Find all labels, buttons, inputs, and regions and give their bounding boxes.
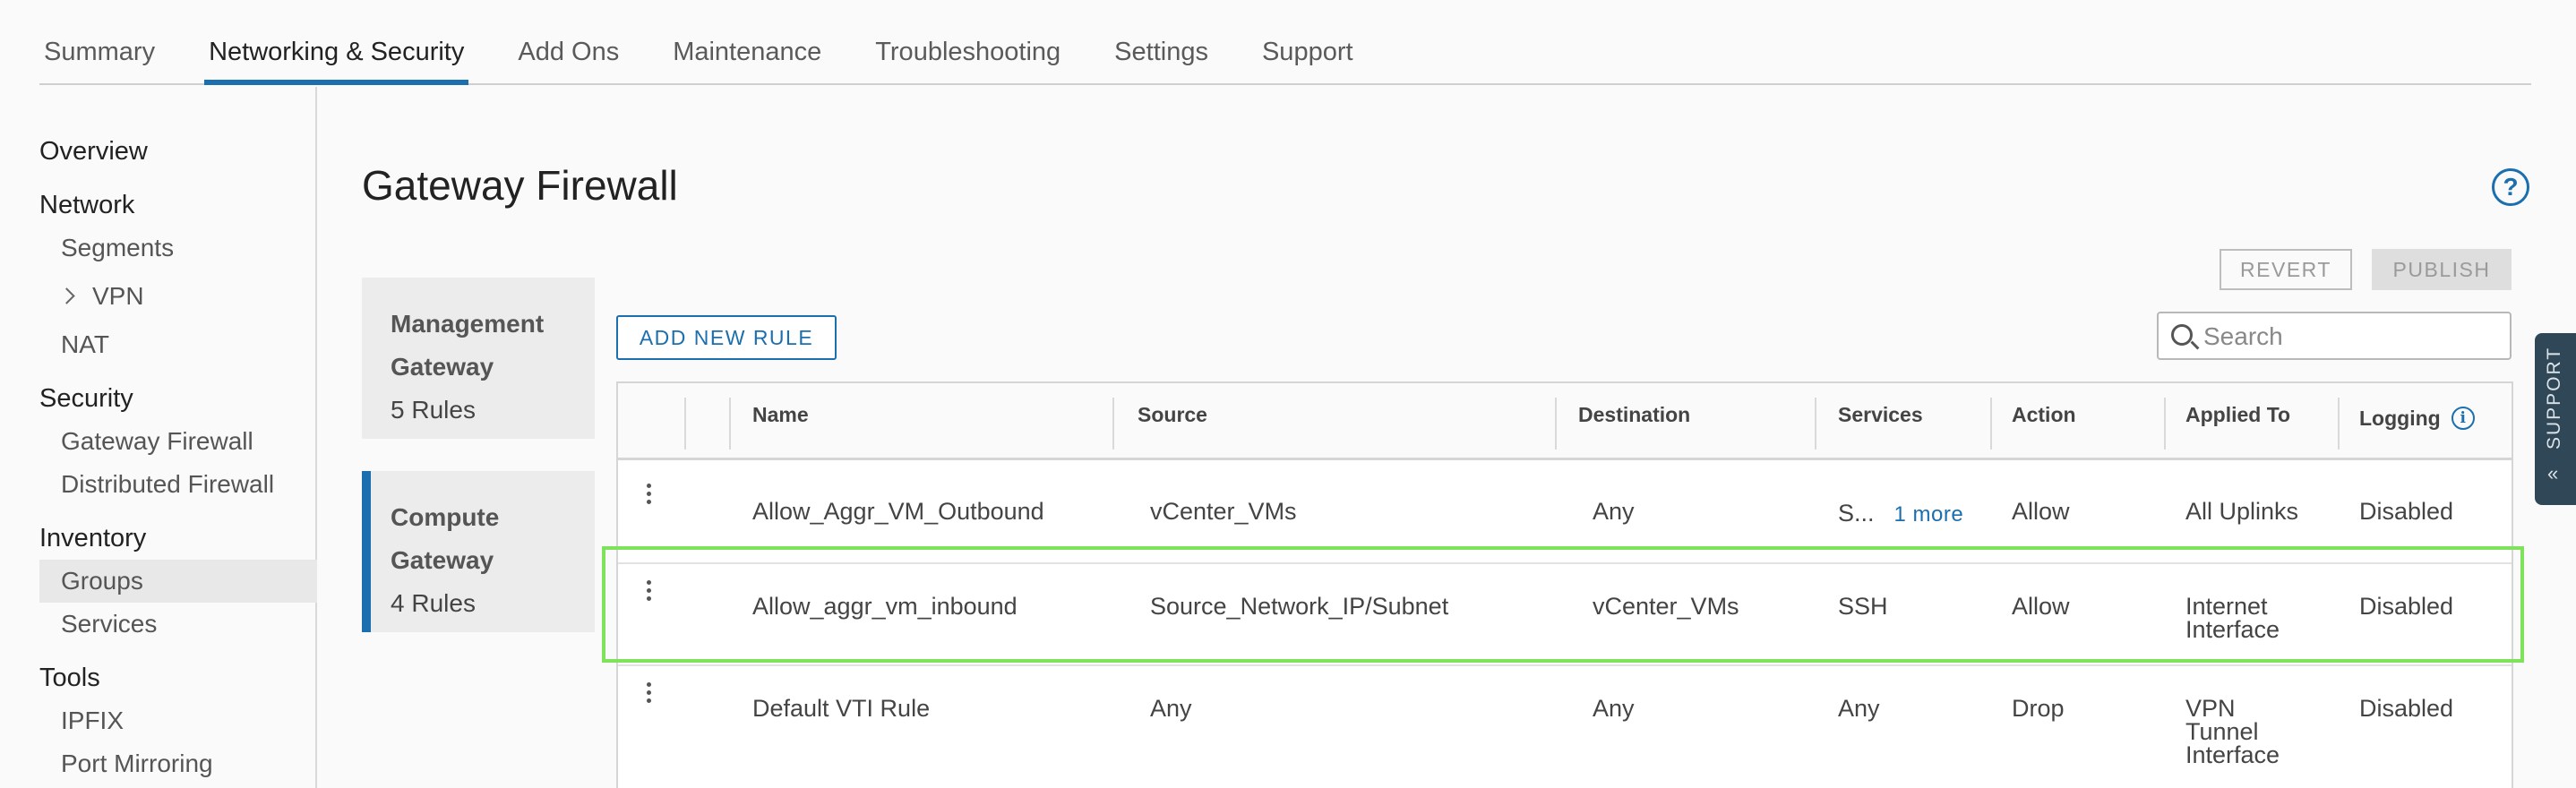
rule-destination[interactable]: Any	[1593, 498, 1635, 525]
tab-summary[interactable]: Summary	[44, 38, 156, 66]
table-header: Name Source Destination Services Action …	[618, 383, 2512, 460]
sidebar-section-security: Security	[39, 384, 133, 413]
column-divider[interactable]	[1112, 398, 1114, 450]
gateway-name: Compute	[391, 503, 500, 531]
tab-settings[interactable]: Settings	[1114, 38, 1208, 66]
search-icon	[2171, 324, 2193, 346]
column-divider	[684, 398, 686, 450]
sidebar-section-inventory: Inventory	[39, 524, 147, 552]
gateway-rule-count: 5 Rules	[391, 396, 476, 424]
rule-logging[interactable]: Disabled	[2359, 593, 2454, 620]
rule-applied-to[interactable]: All Uplinks	[2185, 498, 2299, 525]
sidebar-item-overview[interactable]: Overview	[39, 137, 148, 166]
gateway-name: Management	[391, 310, 545, 338]
rule-services[interactable]: SSH	[1838, 593, 1888, 620]
applied-to-line: VPN	[2185, 695, 2236, 722]
tab-maintenance[interactable]: Maintenance	[673, 38, 822, 66]
sidebar-item-groups[interactable]: Groups	[61, 567, 143, 595]
sidebar-item-ipfix[interactable]: IPFIX	[61, 707, 125, 734]
rule-source[interactable]: vCenter_VMs	[1150, 498, 1297, 525]
column-divider[interactable]	[1555, 398, 1557, 450]
revert-button[interactable]: REVERT	[2220, 249, 2352, 290]
tab-networking-security[interactable]: Networking & Security	[204, 38, 469, 85]
more-services-link[interactable]: 1 more	[1893, 502, 1964, 527]
sidebar-item-vpn[interactable]: VPN	[58, 282, 144, 311]
table-row[interactable]: Default VTI Rule Any Any Any Drop VPN Tu…	[618, 666, 2512, 788]
rule-action[interactable]: Allow	[2012, 498, 2070, 525]
sidebar: Overview Network Segments VPN NAT Securi…	[0, 87, 317, 788]
row-actions-kebab-icon[interactable]	[647, 484, 652, 504]
sidebar-item-port-mirroring[interactable]: Port Mirroring	[61, 749, 213, 777]
applied-to-line: Tunnel	[2185, 718, 2259, 745]
support-tab-label: SUPPORT	[2544, 346, 2564, 450]
sidebar-item-distributed-firewall[interactable]: Distributed Firewall	[61, 470, 275, 498]
sidebar-section-network: Network	[39, 191, 135, 219]
sidebar-selected-highlight	[39, 560, 317, 603]
column-header-label: Logging	[2359, 407, 2441, 430]
rule-services[interactable]: S... 1 more	[1838, 501, 1963, 527]
column-header-destination[interactable]: Destination	[1578, 403, 1691, 426]
tab-troubleshooting[interactable]: Troubleshooting	[875, 38, 1061, 66]
search-box	[2157, 312, 2512, 360]
column-header-applied-to[interactable]: Applied To	[2185, 403, 2291, 426]
column-header-services[interactable]: Services	[1838, 403, 1923, 426]
rule-name: Allow_aggr_vm_inbound	[752, 593, 1018, 620]
help-icon[interactable]: ?	[2492, 168, 2529, 206]
rule-services[interactable]: Any	[1838, 695, 1880, 722]
info-icon[interactable]: i	[2451, 406, 2475, 430]
column-header-logging[interactable]: Logging i	[2359, 406, 2475, 432]
sidebar-item-label: VPN	[92, 282, 144, 310]
publish-button[interactable]: PUBLISH	[2372, 249, 2512, 290]
column-divider[interactable]	[2338, 398, 2340, 450]
gateway-name: Gateway	[391, 353, 494, 381]
search-input[interactable]	[2203, 319, 2499, 355]
column-header-source[interactable]: Source	[1138, 403, 1207, 426]
applied-to-line: Interface	[2185, 616, 2280, 643]
gateway-name: Gateway	[391, 546, 494, 574]
applied-to-line: Internet	[2185, 593, 2268, 620]
chevron-right-icon[interactable]	[58, 287, 75, 304]
rule-logging[interactable]: Disabled	[2359, 695, 2454, 722]
rule-logging[interactable]: Disabled	[2359, 498, 2454, 525]
rule-action[interactable]: Allow	[2012, 593, 2070, 620]
row-actions-kebab-icon[interactable]	[647, 682, 652, 703]
rule-destination[interactable]: Any	[1593, 695, 1635, 722]
table-row[interactable]: Allow_Aggr_VM_Outbound vCenter_VMs Any S…	[618, 464, 2512, 564]
sidebar-item-services[interactable]: Services	[61, 610, 158, 638]
firewall-rules-table: Name Source Destination Services Action …	[616, 381, 2513, 788]
applied-to-line: Interface	[2185, 741, 2280, 768]
gateway-card-compute[interactable]: Compute Gateway 4 Rules	[362, 471, 595, 632]
top-tab-bar: Summary Networking & Security Add Ons Ma…	[39, 0, 2531, 85]
sidebar-item-gateway-firewall[interactable]: Gateway Firewall	[61, 427, 253, 455]
sidebar-item-segments[interactable]: Segments	[61, 234, 175, 261]
gateway-card-management[interactable]: Management Gateway 5 Rules	[362, 278, 595, 439]
rule-action[interactable]: Drop	[2012, 695, 2065, 722]
tab-add-ons[interactable]: Add Ons	[518, 38, 620, 66]
sidebar-item-nat[interactable]: NAT	[61, 330, 109, 358]
column-divider[interactable]	[2164, 398, 2166, 450]
rule-name: Default VTI Rule	[752, 695, 931, 722]
support-side-tab[interactable]: SUPPORT «	[2535, 333, 2576, 505]
column-divider[interactable]	[1815, 398, 1816, 450]
column-divider[interactable]	[1990, 398, 1992, 450]
row-actions-kebab-icon[interactable]	[647, 580, 652, 601]
column-header-action[interactable]: Action	[2012, 403, 2076, 426]
page-title: Gateway Firewall	[362, 162, 678, 209]
column-header-name[interactable]: Name	[752, 403, 809, 426]
rule-applied-to[interactable]: VPN Tunnel Interface	[2185, 697, 2280, 767]
rule-source[interactable]: Any	[1150, 695, 1192, 722]
column-divider	[729, 398, 731, 450]
rule-applied-to[interactable]: Internet Interface	[2185, 593, 2280, 643]
rule-source[interactable]: Source_Network_IP/Subnet	[1150, 593, 1449, 620]
service-value: S...	[1838, 500, 1875, 527]
add-new-rule-button[interactable]: ADD NEW RULE	[616, 315, 837, 360]
gateway-rule-count: 4 Rules	[391, 589, 476, 617]
rule-destination[interactable]: vCenter_VMs	[1593, 593, 1739, 620]
tab-support[interactable]: Support	[1261, 38, 1353, 66]
sidebar-section-tools: Tools	[39, 664, 100, 692]
double-chevron-left-icon: «	[2547, 462, 2559, 484]
rule-name: Allow_Aggr_VM_Outbound	[752, 498, 1044, 525]
table-row[interactable]: Allow_aggr_vm_inbound Source_Network_IP/…	[618, 564, 2512, 666]
